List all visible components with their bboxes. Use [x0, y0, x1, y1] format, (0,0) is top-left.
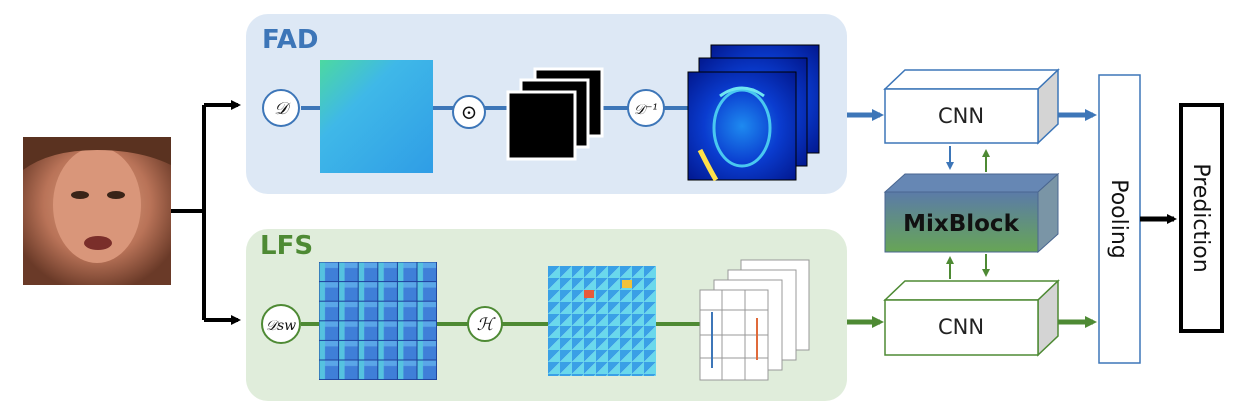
fad-title: FAD	[262, 25, 318, 55]
prediction-label: Prediction	[1188, 163, 1213, 272]
lfs-statistics-image	[548, 266, 656, 376]
lfs-cnn-block: CNN	[883, 279, 1060, 357]
pooling-block: Pooling	[1098, 74, 1141, 364]
filter-masks-stack	[506, 67, 604, 161]
fad-spectrum-image	[320, 60, 433, 173]
lfs-title: LFS	[260, 231, 313, 261]
dct-operator-label: 𝒟	[274, 99, 291, 119]
fad-frequency-images-stack	[687, 44, 820, 182]
mix-interaction-arrows	[946, 146, 990, 279]
lfs-feature-maps-stack	[699, 259, 810, 381]
fad-panel: FAD 𝒟 ⊙ 𝒟⁻¹	[246, 14, 847, 194]
dot-product-operator	[452, 95, 486, 129]
dot-product-operator-label: ⊙	[461, 100, 478, 124]
idct-operator-label: 𝒟⁻¹	[634, 102, 658, 118]
pooling-label: Pooling	[1106, 179, 1131, 259]
mixblock-label: MixBlock	[903, 211, 1019, 237]
mixblock: MixBlock	[883, 172, 1060, 254]
lfs-cnn-label: CNN	[938, 315, 984, 339]
input-split-connector	[171, 100, 241, 325]
lfs-blockwise-image	[319, 262, 437, 380]
prediction-block: Prediction	[1179, 103, 1224, 333]
lfs-panel: LFS 𝒟sw ℋ	[246, 229, 847, 401]
idct-operator	[627, 89, 665, 127]
dct-operator	[262, 89, 300, 127]
dsw-operator	[261, 304, 301, 344]
fad-cnn-label: CNN	[938, 104, 984, 128]
input-face-image	[23, 137, 171, 285]
histogram-operator	[467, 306, 503, 342]
histogram-operator-label: ℋ	[477, 315, 497, 335]
fad-cnn-block: CNN	[883, 68, 1060, 145]
dsw-operator-label: 𝒟sw	[266, 318, 296, 334]
